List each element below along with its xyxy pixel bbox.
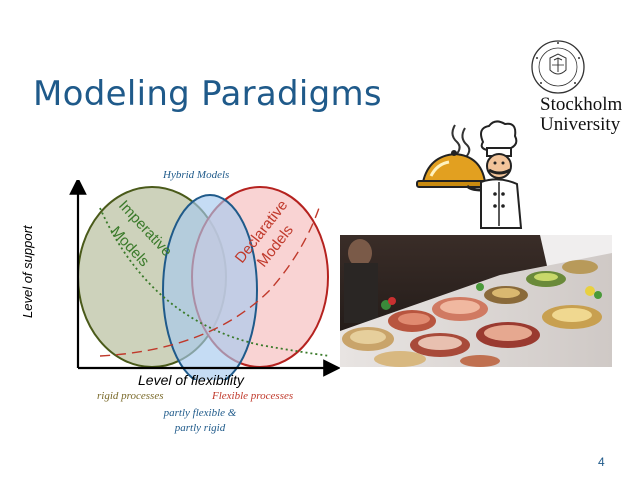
paradigm-diagram: Imperative Models Declarative Models xyxy=(60,177,341,386)
university-seal-icon xyxy=(528,38,588,96)
university-logo-text: Stockholm University xyxy=(540,95,630,135)
imperative-support-curve xyxy=(99,207,331,357)
logo-line-1: Stockholm xyxy=(540,94,623,115)
logo-line-2: University xyxy=(540,114,621,135)
flexible-processes-label: Flexible processes xyxy=(212,390,294,402)
x-axis-label: Level of flexibility xyxy=(138,372,244,388)
declarative-support-curve xyxy=(99,204,321,357)
partly-flexible-label: partly flexible & partly rigid xyxy=(160,406,240,436)
y-axis-label: Level of support xyxy=(20,225,35,318)
buffet-photo-image xyxy=(340,235,612,367)
page-number: 4 xyxy=(598,455,605,469)
chef-clipart-image xyxy=(415,120,525,232)
partly-line-1: partly flexible & xyxy=(163,407,237,419)
rigid-processes-label: rigid processes xyxy=(97,390,164,402)
partly-line-2: partly rigid xyxy=(174,422,226,434)
hybrid-models-circle xyxy=(162,194,258,386)
slide-title: Modeling Paradigms xyxy=(33,74,382,114)
hybrid-models-label: Hybrid Models xyxy=(163,169,230,181)
